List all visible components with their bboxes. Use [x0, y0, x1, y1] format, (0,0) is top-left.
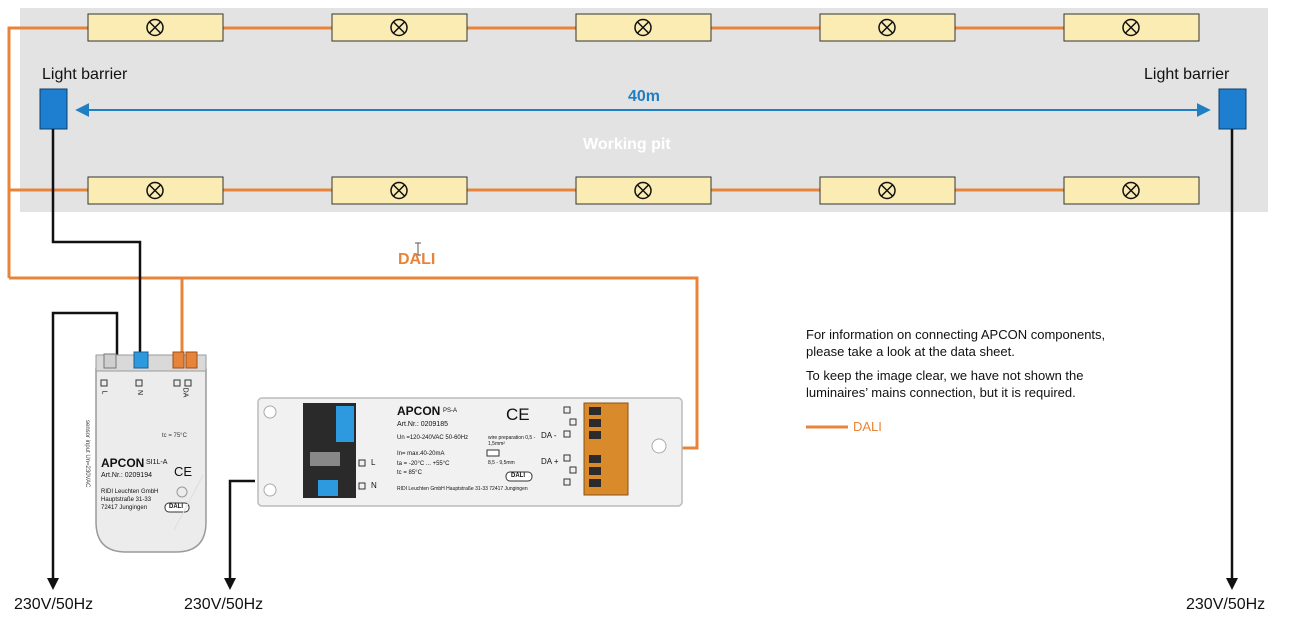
ps-dali-logo: DALI — [511, 473, 525, 479]
sensor-terminal-da: DA — [181, 387, 189, 398]
light-barrier-right — [1218, 88, 1247, 130]
sensor-module — [95, 351, 207, 553]
info-line-3: To keep the image clear, we have not sho… — [806, 368, 1084, 383]
power-supply — [257, 397, 683, 507]
ps-art-nr: Art.Nr.: 0209185 — [397, 421, 448, 428]
ps-da-minus: DA - — [541, 431, 557, 440]
legend-dali-label: DALI — [853, 419, 882, 434]
mains-arrows — [47, 578, 1238, 590]
luminaire — [819, 13, 956, 42]
luminaire — [87, 176, 224, 205]
luminaire — [819, 176, 956, 205]
luminaire — [87, 13, 224, 42]
sensor-company-1: RIDI Leuchten GmbH — [101, 489, 159, 495]
mains-label-3: 230V/50Hz — [1186, 596, 1266, 613]
ps-terminal-n: N — [371, 481, 377, 490]
sensor-brand: APCON — [101, 456, 145, 470]
sensor-tc: tc = 75°C — [162, 433, 187, 439]
ps-da-plus: DA + — [541, 457, 559, 466]
terminal-da2 — [185, 351, 198, 369]
ps-ce: CE — [506, 405, 530, 424]
ps-wire: wire preparation 0,5 - 1,5mm² — [488, 435, 536, 447]
sensor-dali-logo: DALI — [169, 504, 183, 510]
sensor-company-3: 72417 Jungingen — [101, 505, 148, 511]
ps-terminal-l: L — [371, 458, 376, 467]
terminal-l — [103, 353, 117, 369]
info-line-4: luminaires’ mains connection, but it is … — [806, 385, 1076, 400]
luminaires-top — [87, 13, 1200, 42]
light-barrier-right-label: Light barrier — [1144, 66, 1230, 83]
dali-wiring — [7, 26, 1064, 450]
sensor-company-2: Hauptstraße 31-33 — [101, 497, 152, 503]
ps-tc: tc = 85°C — [397, 470, 422, 476]
luminaire — [331, 176, 468, 205]
cursor-icon — [415, 242, 421, 256]
working-pit-label: Working pit — [583, 136, 671, 153]
luminaires-bottom — [87, 176, 1200, 205]
light-barrier-left-label: Light barrier — [42, 66, 128, 83]
ps-strip: 8,5 - 9,5mm — [488, 460, 515, 466]
ps-ta: ta = -20°C ... +55°C — [397, 461, 450, 467]
sensor-model: SI1L-A — [146, 459, 168, 466]
mains-label-2: 230V/50Hz — [184, 596, 264, 613]
sensor-terminal-l: L — [100, 390, 108, 395]
ps-model: PS-A — [443, 408, 458, 414]
luminaire — [1063, 176, 1200, 205]
info-line-1: For information on connecting APCON comp… — [806, 327, 1106, 342]
luminaire — [575, 13, 712, 42]
sensor-vertical-text: sensor input Un=230VAC — [84, 420, 90, 488]
ps-company: RIDI Leuchten GmbH Hauptstraße 31-33 724… — [397, 486, 528, 492]
sensor-ce: CE — [174, 464, 193, 479]
info-line-2: please take a look at the data sheet. — [806, 344, 1015, 359]
ps-in: In= max.40-20mA — [397, 451, 445, 457]
light-barrier-left — [39, 88, 68, 130]
luminaire — [575, 176, 712, 205]
sensor-wires — [51, 129, 1234, 585]
mains-label-1: 230V/50Hz — [14, 596, 94, 613]
dali-bus-label: DALI — [398, 251, 436, 268]
sensor-art-nr: Art.Nr.: 0209194 — [101, 472, 152, 479]
luminaire — [331, 13, 468, 42]
terminal-n — [133, 351, 149, 369]
sensor-terminal-n: N — [136, 389, 144, 396]
terminal-da1 — [172, 351, 185, 369]
ps-brand: APCON — [397, 404, 441, 418]
ps-un: Un =120-240VAC 50-60Hz — [397, 435, 469, 441]
distance-label: 40m — [628, 88, 661, 105]
luminaire — [1063, 13, 1200, 42]
